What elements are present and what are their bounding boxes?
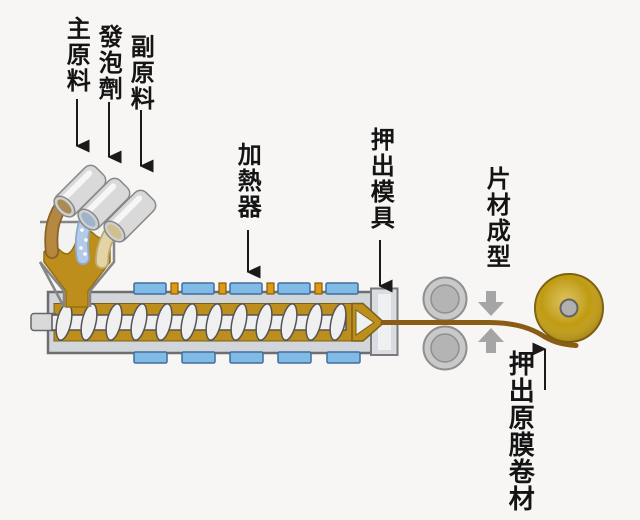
extruded-sheet <box>380 320 579 348</box>
heater-connector <box>266 282 275 295</box>
press-arrows <box>478 291 504 353</box>
screw-flights <box>55 303 347 341</box>
label-sheet-forming: 片材成型 <box>482 166 510 270</box>
label-main-material: 主原料 <box>62 16 90 94</box>
heater-row-bottom <box>133 351 361 364</box>
press-down-arrow-icon <box>478 291 504 316</box>
die-flow-channel <box>355 309 375 336</box>
heater-block <box>277 351 312 364</box>
extruder-screw <box>30 303 347 341</box>
foam-bubbles <box>79 228 88 256</box>
roller-bottom-core <box>430 333 460 363</box>
label-extrusion-die: 押出模具 <box>366 127 394 231</box>
feed-tube-main <box>53 164 107 218</box>
feed-tube-auxiliary <box>103 189 157 243</box>
heater-block <box>326 351 361 364</box>
label-foaming-agent: 發泡劑 <box>94 24 122 102</box>
feed-tube-foaming <box>77 177 131 231</box>
heater-block <box>181 282 215 295</box>
heater-block <box>325 282 359 295</box>
heater-connector <box>314 282 323 295</box>
film-roll <box>534 273 604 343</box>
label-extruded-film-roll: 押出原膜卷材 <box>505 350 536 512</box>
heater-bands <box>133 282 361 364</box>
label-auxiliary-material: 副原料 <box>126 34 154 112</box>
annotation-arrows <box>75 99 547 390</box>
heater-block <box>133 282 167 295</box>
label-heater: 加熱器 <box>233 142 261 220</box>
heater-block <box>277 282 311 295</box>
heater-row-top <box>133 282 359 295</box>
screw-shaft <box>51 314 347 331</box>
roller-top-core <box>430 284 460 314</box>
heater-block <box>229 351 264 364</box>
heater-block <box>181 351 216 364</box>
forming-rollers <box>422 276 468 371</box>
press-up-arrow-icon <box>478 328 504 353</box>
heater-connectors <box>170 282 323 295</box>
film-roll-hub <box>559 298 579 318</box>
heater-connector <box>218 282 227 295</box>
heater-connector <box>170 282 179 295</box>
feed-tubes <box>53 164 157 243</box>
heater-block <box>229 282 263 295</box>
heater-block <box>133 351 168 364</box>
